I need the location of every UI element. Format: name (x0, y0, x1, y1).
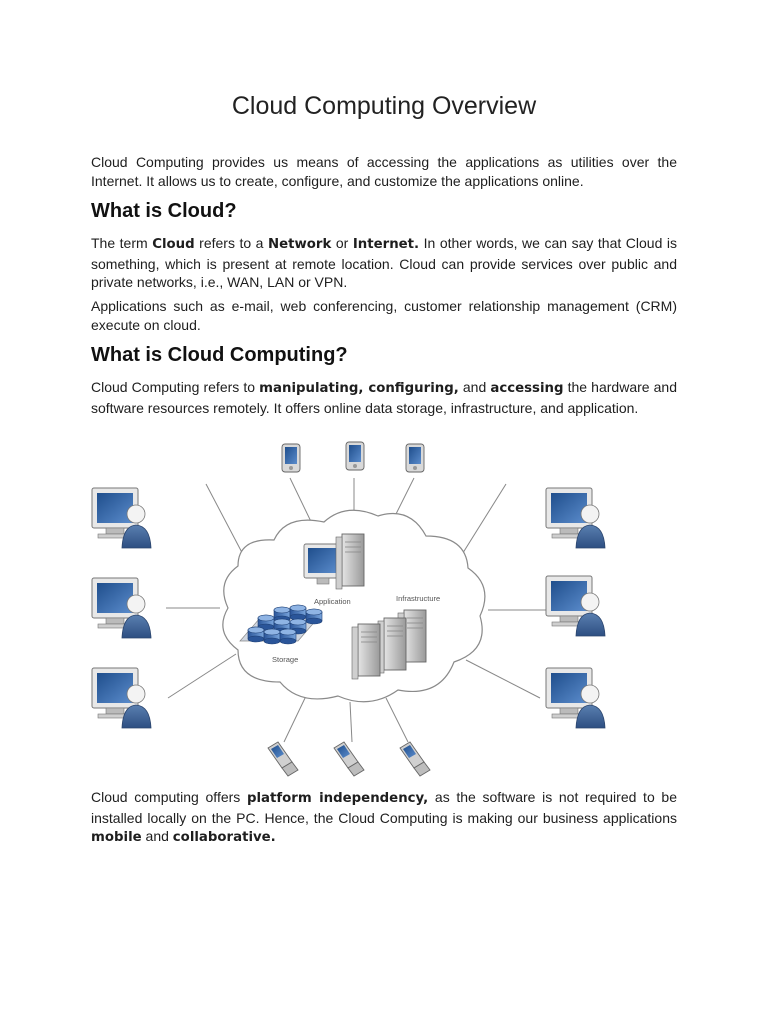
heading-what-is-cloud: What is Cloud? (91, 200, 237, 222)
user-workstation-icon (91, 487, 152, 549)
text-run: Cloud computing offers (91, 789, 247, 805)
term-accessing: accessing (490, 381, 564, 396)
pda-device-icon (405, 443, 425, 473)
term-platform-independency: platform independency, (246, 791, 429, 806)
term-network: Network (268, 237, 332, 252)
user-workstation-icon (91, 667, 152, 729)
user-workstation-icon (545, 575, 606, 637)
heading-what-is-cloud-computing: What is Cloud Computing? (91, 344, 348, 366)
text-run: refers to a (194, 235, 268, 251)
diagram-svg: Application Infrastructure (91, 441, 606, 777)
label-application: Application (314, 597, 351, 606)
text-run: The term (91, 235, 153, 251)
text-run: as the software is not required to be in… (91, 789, 677, 826)
text-run: and (141, 828, 173, 844)
closing-paragraph: Cloud computing offers platform independ… (91, 788, 677, 848)
text-run: the hardware and software resources remo… (91, 379, 678, 416)
text-run: In other words, we can say that Cloud is… (91, 235, 677, 290)
user-workstation-icon (91, 577, 152, 639)
term-collaborative: collaborative. (172, 830, 276, 845)
user-workstation-icon (545, 487, 606, 549)
storage-disks-icon (239, 604, 323, 645)
mobile-phone-icon (267, 741, 299, 777)
cloud-computing-diagram: Application Infrastructure (88, 436, 620, 780)
term-cloud: Cloud (152, 237, 195, 252)
applications-paragraph: Applications such as e-mail, web confere… (91, 298, 677, 333)
pda-device-icon (345, 441, 365, 471)
mobile-phone-icon (399, 741, 431, 777)
application-server-icon (303, 533, 365, 590)
intro-paragraph: Cloud Computing provides us means of acc… (91, 154, 677, 189)
text-run: or (331, 235, 353, 251)
text-run: and (458, 379, 491, 395)
cloud-definition-paragraph: The term Cloud refers to a Network or In… (91, 234, 677, 292)
page-title: Cloud Computing Overview (231, 92, 537, 120)
connection-lines (166, 477, 550, 743)
label-infrastructure: Infrastructure (396, 594, 440, 603)
term-internet: Internet. (352, 237, 420, 252)
label-storage: Storage (272, 655, 298, 664)
cloud-computing-definition-paragraph: Cloud Computing refers to manipulating, … (91, 378, 677, 417)
text-run: Cloud Computing refers to (91, 379, 260, 395)
term-manipulating-configuring: manipulating, configuring, (259, 381, 459, 396)
mobile-phone-icon (333, 741, 365, 777)
user-workstation-icon (545, 667, 606, 729)
pda-device-icon (281, 443, 301, 473)
term-mobile: mobile (91, 830, 142, 845)
